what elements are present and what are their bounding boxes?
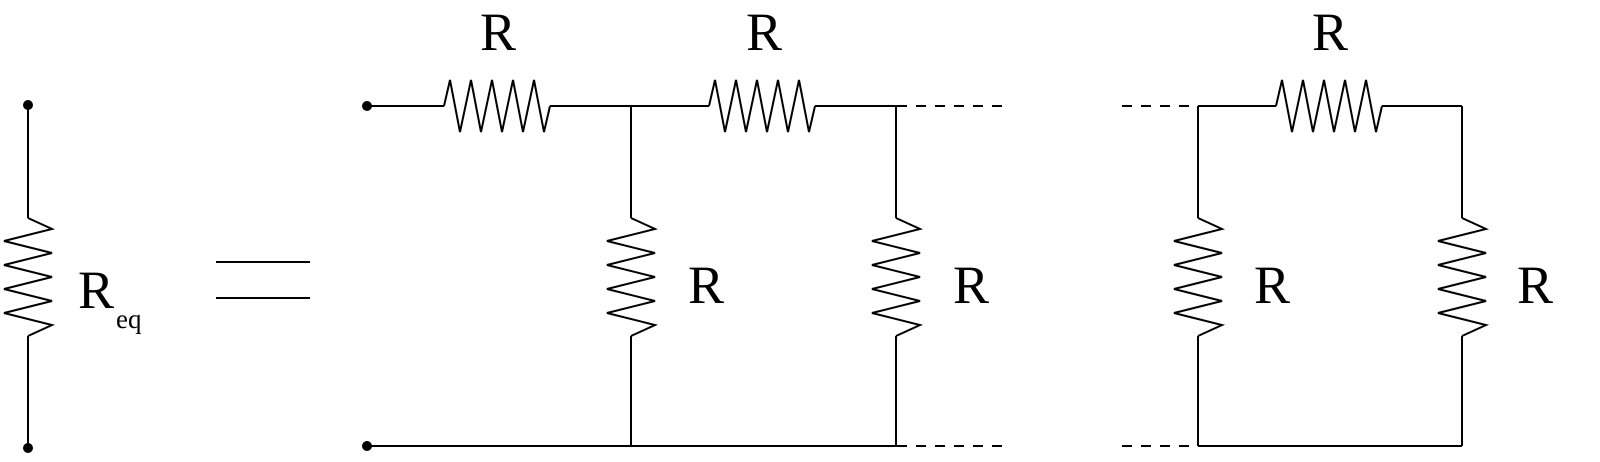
label-series-1: R	[480, 2, 516, 62]
label-shunt-3: R	[1254, 255, 1290, 315]
label-shunt-1: R	[688, 255, 724, 315]
shunt-resistor-4	[1437, 217, 1490, 337]
shunt-resistor-3	[1173, 217, 1226, 337]
label-shunt-4: R	[1517, 255, 1553, 315]
resistor-labels: R R R R R R R	[480, 2, 1553, 315]
resistor-zigzag	[3, 217, 56, 337]
series-resistor-1	[443, 79, 551, 133]
series-resistor-2	[708, 79, 816, 133]
series-resistor-3	[1275, 79, 1383, 133]
shunt-resistor-1	[606, 217, 659, 337]
label-series-3: R	[1312, 2, 1348, 62]
req-label: Req	[78, 260, 142, 334]
ladder-network	[362, 79, 1490, 451]
equals-sign	[216, 261, 310, 299]
label-shunt-2: R	[953, 255, 989, 315]
shunt-resistor-2	[871, 217, 924, 337]
equivalent-resistor: Req	[3, 100, 142, 453]
label-series-2: R	[746, 2, 782, 62]
